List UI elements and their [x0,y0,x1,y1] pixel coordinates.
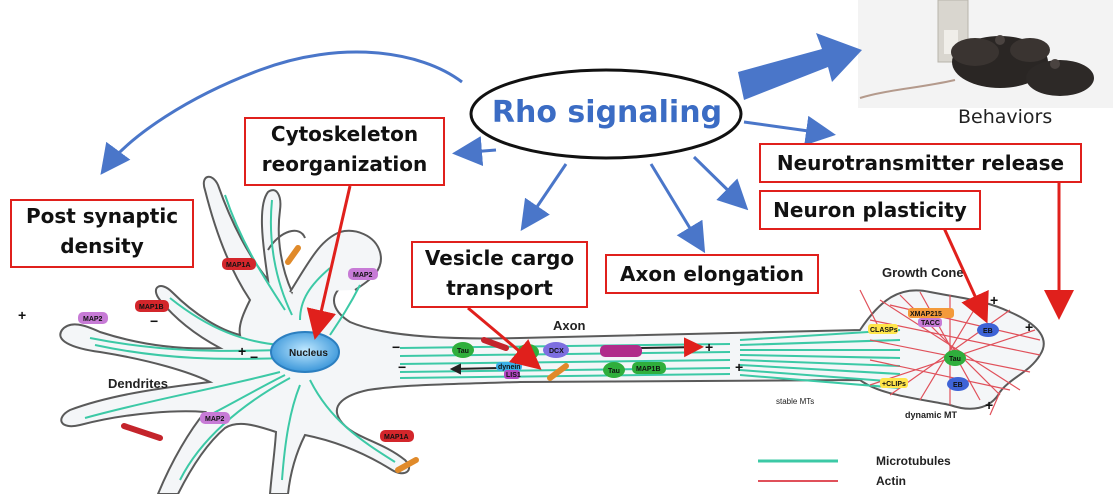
clips-protein [880,378,908,388]
arrow-to-axon-elongation [649,163,706,254]
eb-label: EB [953,382,963,389]
rho-signaling-label: Rho signaling [491,95,723,130]
map1-proteins [135,258,666,442]
dcx-label: DCX [549,348,564,355]
dendrite-microtubules [84,194,396,481]
legend-microtubules-label: Microtubules [876,454,951,468]
minus-marker: − [150,313,158,329]
neurotransmitter-release-box: Neurotransmitter release [759,143,1082,183]
arrow-to-vesicle [520,163,568,231]
dynein-label: dynein [498,364,521,371]
growth-cone-label: Growth Cone [882,265,964,280]
dendrites-label: Dendrites [108,376,168,391]
neurotransmitter-text: Neurotransmitter release [776,151,1065,175]
stable-mts-label: stable MTs [776,397,814,406]
rho-signaling-ellipse [469,68,743,160]
arrow-to-neurotransmitter [743,115,836,146]
tau-label: Tau [457,348,469,355]
arrow-to-cytoskeleton [452,136,497,167]
minus-marker: − [250,349,258,365]
neuron-plasticity-box: Neuron plasticity [759,190,981,230]
plus-marker: + [1025,319,1033,335]
nucleus-label: Nucleus [289,348,328,359]
arrow-to-plasticity [692,155,749,211]
cytoskeleton-reorganization-box: Cytoskeleton reorganization [244,117,445,186]
rho-arrows [100,50,836,254]
map1b-label: MAP1B [139,304,164,311]
cytoskeleton-line2: reorganization [261,152,428,176]
lis1-label: LIS1 [506,372,521,379]
map2-proteins [78,268,378,424]
plus-marker: + [990,292,998,308]
vesicle-line2: transport [446,276,553,300]
post-synaptic-density-box: Post synaptic density [10,199,194,268]
dynamic-mt-label: dynamic MT [905,410,958,420]
behaviors-arrow [738,33,862,100]
plus-marker: + [705,339,713,355]
clips-label: +CLIPs [882,381,906,388]
red-arrows [306,183,1074,370]
legend-actin-label: Actin [876,474,906,488]
vesicle-line1: Vesicle cargo [424,246,575,270]
plus-marker: + [985,397,993,413]
nucleus [270,331,340,373]
eb-protein [947,377,969,391]
axon-label: Axon [553,318,586,333]
legend: Microtubules Actin [758,454,951,488]
vesicle-cargo-transport-box: Vesicle cargo transport [411,241,588,308]
clasps-label: CLASPs [870,327,898,334]
tacc-label: TACC [921,320,940,327]
xmap-label: XMAP215 [910,311,942,318]
arrow-cytoskeleton-to-nucleus [306,185,352,340]
arrow-vesicle-to-axon [467,306,542,370]
minus-marker: − [392,339,400,355]
lis1-protein [504,370,520,379]
map2-label: MAP2 [353,272,373,279]
plus-marker: + [735,359,743,375]
tacc-protein [918,318,942,327]
plasticity-text: Neuron plasticity [773,198,967,222]
transport-arrows [449,337,704,375]
tau-label: Tau [608,368,620,375]
mice-image [858,0,1113,108]
tau-label: Tau [949,356,961,363]
plus-marker: + [18,307,26,323]
map1a-label: MAP1A [384,434,409,441]
decorative-proteins [121,245,569,473]
eb-label: EB [983,328,993,335]
clasps-protein [868,324,898,334]
post-synaptic-line1: Post synaptic [25,204,179,228]
dcx-protein [543,342,569,358]
map2-label: MAP2 [205,416,225,423]
minus-marker: − [398,359,406,375]
axon-elongation-text: Axon elongation [620,262,804,286]
post-synaptic-line2: density [60,234,144,258]
dendrite-branch [289,230,382,293]
map1a-label: MAP1A [226,262,251,269]
map2-label: MAP2 [83,316,103,323]
xmap-protein [908,308,954,318]
map1b-label: MAP1B [636,366,661,373]
axon-elongation-box: Axon elongation [605,254,819,294]
eb-protein [977,323,999,337]
behaviors-label: Behaviors [958,106,1053,128]
arrow-plasticity-to-cone [942,227,989,324]
plus-marker: + [238,343,246,359]
neuron-illustration: MAP2 MAP2 MAP2 MAP1A MAP1B MAP1A MAP1B T… [18,175,1045,495]
arrow-to-post-synaptic [100,50,463,175]
cytoskeleton-line1: Cytoskeleton [270,122,419,146]
